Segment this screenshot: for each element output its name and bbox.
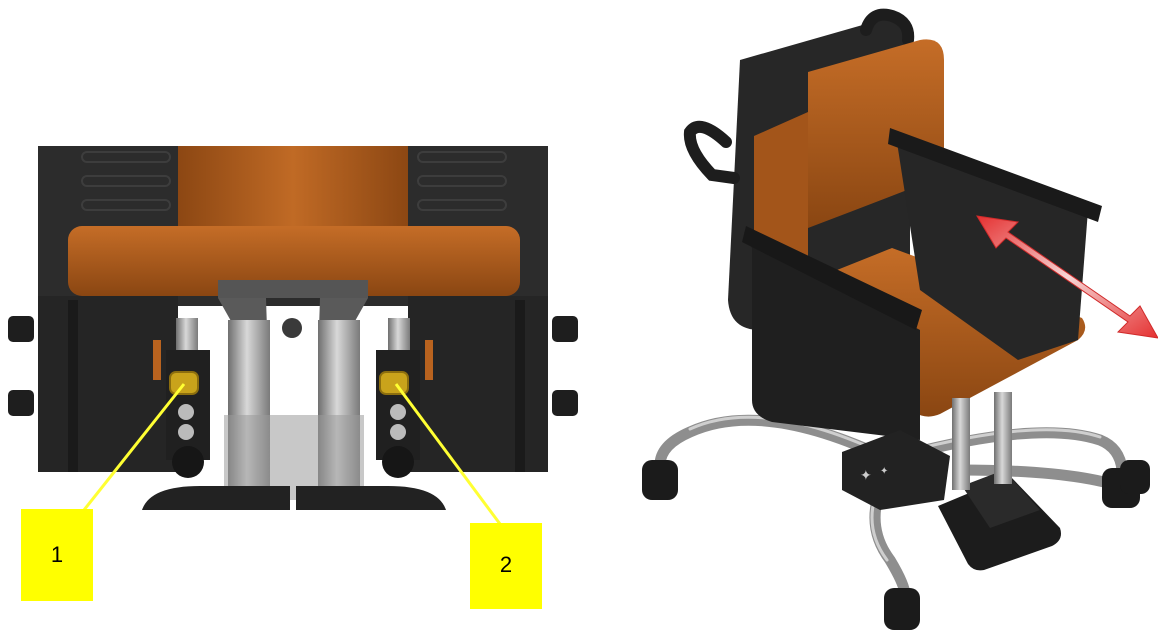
push-handle-left bbox=[683, 120, 740, 184]
iso-support-leg-right bbox=[994, 392, 1012, 484]
callout-box-1 bbox=[21, 509, 93, 601]
iso-support-leg-left bbox=[952, 398, 970, 490]
front-view bbox=[8, 146, 578, 510]
svg-text:✦: ✦ bbox=[860, 468, 872, 484]
footrest-right bbox=[296, 486, 446, 510]
caster-wheel bbox=[642, 460, 1150, 630]
iso-side-panel-left bbox=[744, 232, 920, 440]
base-hub bbox=[842, 430, 950, 510]
side-knobs bbox=[8, 316, 578, 416]
footrest-left bbox=[142, 486, 290, 510]
double-headed-arrow bbox=[976, 215, 1158, 339]
center-mount-plate bbox=[218, 280, 368, 298]
frame-slots bbox=[81, 151, 507, 211]
callout-label-1: 1 bbox=[50, 542, 64, 567]
right-adjustment-knob bbox=[379, 371, 409, 395]
isometric-view: ✦ ✦ bbox=[642, 8, 1150, 630]
callout-label-2: 2 bbox=[499, 552, 513, 577]
callout-box-2 bbox=[470, 523, 542, 609]
side-panel-left bbox=[38, 296, 178, 472]
left-adjustment-knob bbox=[169, 371, 199, 395]
callout-leader-1 bbox=[82, 383, 186, 511]
svg-text:✦: ✦ bbox=[880, 466, 888, 477]
push-handle-right bbox=[860, 8, 915, 46]
side-panel-right bbox=[408, 296, 548, 472]
callout-leader-2 bbox=[394, 383, 502, 525]
seat-cushion bbox=[68, 226, 520, 296]
